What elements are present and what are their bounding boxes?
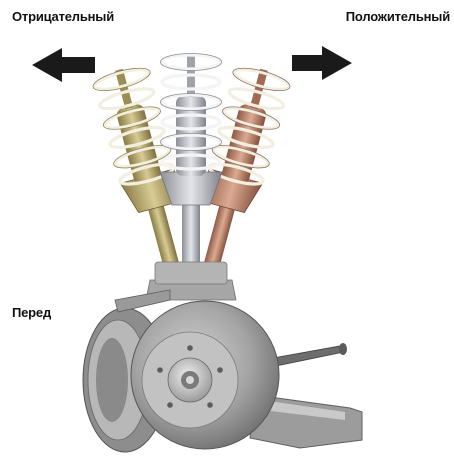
arrow-right-icon <box>292 46 352 80</box>
negative-camber-label: Отрицательный <box>12 9 114 24</box>
positive-camber-label: Положительный <box>346 9 450 24</box>
arrow-left-icon <box>32 48 95 82</box>
front-label: Перед <box>12 305 51 320</box>
wheel-hub <box>83 290 279 452</box>
